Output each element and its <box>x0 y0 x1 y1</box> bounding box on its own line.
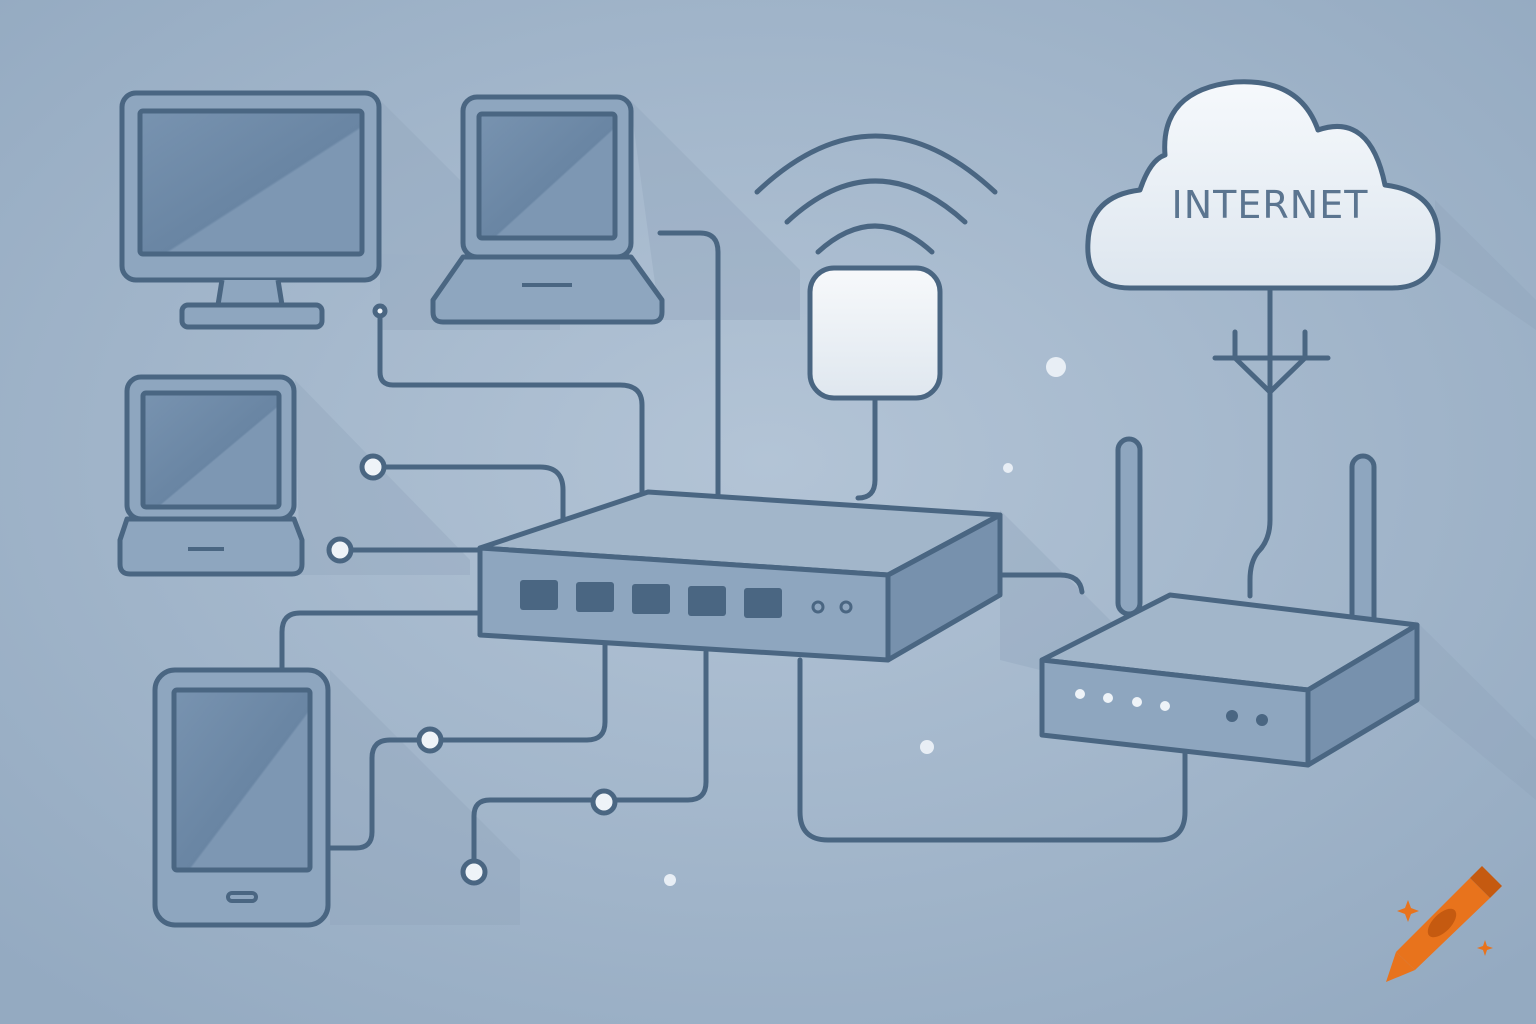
endpoint-node <box>372 303 388 319</box>
cable-endpoints <box>326 303 618 886</box>
tablet-icon <box>152 667 331 928</box>
router-antenna <box>1349 453 1377 639</box>
cable-node-d-to-node-e <box>471 797 607 873</box>
wifi-router-icon <box>1039 436 1420 768</box>
router-port <box>1226 710 1238 722</box>
status-light <box>811 600 825 614</box>
laptop-icon <box>430 94 665 325</box>
endpoint-node <box>359 453 387 481</box>
cable-switch-to-node-c <box>427 642 608 743</box>
led-indicator <box>1160 701 1170 711</box>
sparkle-dot <box>1003 463 1013 473</box>
utility-pole-icon <box>1212 287 1331 398</box>
cable-switch-to-router <box>797 657 1188 843</box>
small-laptop-icon <box>117 374 305 577</box>
endpoint-node <box>416 726 444 754</box>
status-light <box>839 600 853 614</box>
network-switch-icon <box>477 489 1003 663</box>
cloud-label: INTERNET <box>1172 183 1369 227</box>
cable-switch-side <box>997 572 1085 595</box>
endpoint-node <box>590 788 618 816</box>
ethernet-port <box>744 588 782 618</box>
ethernet-port <box>632 584 670 614</box>
network-cables <box>279 230 1273 873</box>
ethernet-port <box>576 582 614 612</box>
desktop-monitor-icon <box>119 90 382 330</box>
cable-ap-to-switch <box>855 395 878 501</box>
router-leds <box>1075 689 1170 711</box>
endpoint-node <box>460 858 488 886</box>
switch-ports <box>520 580 782 618</box>
cable-tablet-to-switch <box>279 610 483 673</box>
ethernet-port <box>688 586 726 616</box>
internet-cloud-icon: INTERNET <box>1085 79 1441 291</box>
cable-node-c-to-tablet <box>327 737 433 851</box>
sparkle-dot <box>1046 357 1066 377</box>
led-indicator <box>1075 689 1085 699</box>
cable-switch-to-node-d <box>601 649 709 803</box>
led-indicator <box>1132 697 1142 707</box>
led-indicator <box>1103 693 1113 703</box>
sparkle-dot <box>664 874 676 886</box>
cable-monitor-to-switch <box>377 309 645 495</box>
ethernet-port <box>520 580 558 610</box>
cable-node-a-to-switch <box>370 464 566 521</box>
endpoint-node <box>326 536 354 564</box>
cable-pole-to-router <box>1247 387 1273 599</box>
crayon-logo-icon <box>1386 866 1502 982</box>
wifi-signal-icon <box>754 133 998 255</box>
router-port <box>1256 714 1268 726</box>
sparkle-dot <box>920 740 934 754</box>
router-antenna <box>1115 436 1143 617</box>
cable-laptop-to-switch <box>657 230 721 497</box>
wireless-access-point-icon <box>754 133 998 401</box>
